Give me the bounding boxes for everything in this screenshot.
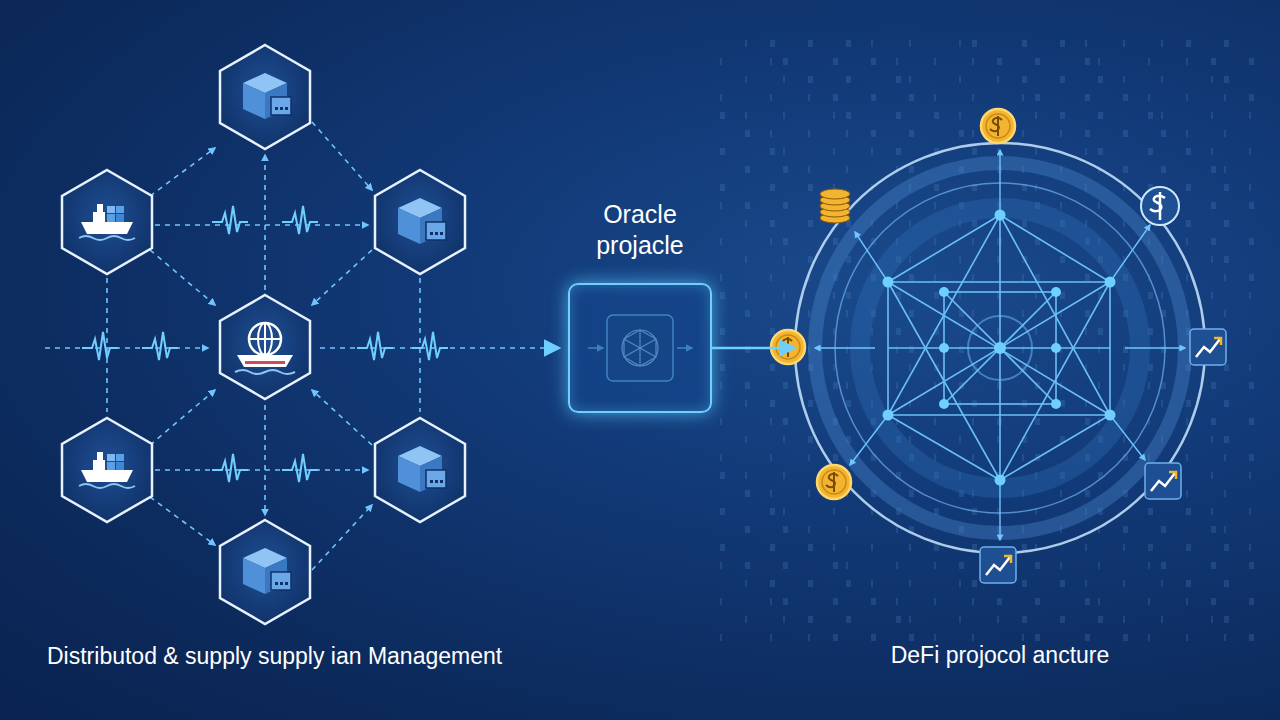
oracle-box: Oracle projacle [568,283,712,413]
node-heading: Oracle projacle [565,199,715,261]
flow-arrow [712,347,795,350]
node-heading: DeFi projocol ancture [891,641,1110,669]
section-caption: Distributod & supply supply ian Manageme… [47,642,502,670]
protocol-circle: DeFi projocol ancture [795,143,1205,553]
